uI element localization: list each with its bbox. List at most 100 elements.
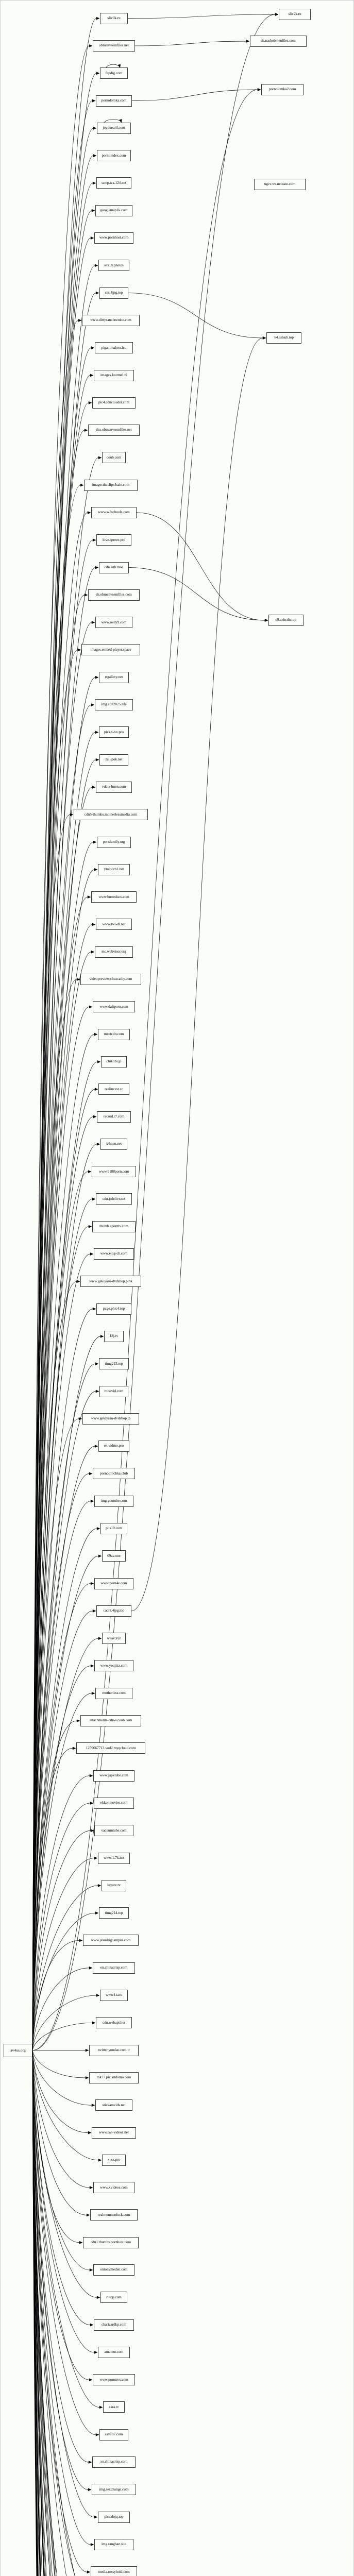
graph-node-9[interactable]: sex18.photos bbox=[98, 260, 129, 272]
graph-node-35[interactable]: videopreview.chezcathy.com bbox=[80, 974, 141, 986]
graph-node-59[interactable]: weav.xyz bbox=[102, 1633, 126, 1645]
graph-node-93[interactable]: media.rossyhold.com bbox=[91, 2566, 137, 2576]
graph-node-56[interactable]: 69av.one bbox=[102, 1550, 126, 1562]
graph-node-13[interactable]: images.lourmel.nl bbox=[94, 369, 134, 381]
graph-node-76[interactable]: stickamvids.net bbox=[95, 2099, 132, 2111]
graph-node-45[interactable]: www.elog-ch.com bbox=[94, 1248, 134, 1260]
graph-node-61[interactable]: motherless.com bbox=[95, 1687, 132, 1699]
graph-node-0[interactable]: sliv0k.ru bbox=[100, 12, 128, 24]
graph-node-57[interactable]: www.porn4e.com bbox=[94, 1578, 133, 1589]
graph-node-right-4[interactable]: v4.aslsub.top bbox=[266, 332, 301, 344]
graph-node-70[interactable]: www.jesusbigcampus.com bbox=[83, 1935, 139, 1946]
graph-node-91[interactable]: pics.dojq.top bbox=[98, 2511, 130, 2523]
graph-node-54[interactable]: img.youtube.com bbox=[94, 1495, 133, 1507]
graph-node-19[interactable]: love.spreee.pro bbox=[96, 534, 131, 546]
graph-node-right-3[interactable]: ugcv.ws.netease.com bbox=[254, 179, 306, 190]
graph-node-81[interactable]: cdn1.thumbs.pornhost.com bbox=[83, 2236, 139, 2248]
graph-node-10[interactable]: css.4jpg.top bbox=[99, 287, 128, 299]
graph-node-22[interactable]: www.oedy9.com bbox=[95, 617, 132, 629]
graph-node-23[interactable]: images.embed-player.space bbox=[81, 644, 140, 656]
graph-node-63[interactable]: 1259667713.vod2.myqcloud.com bbox=[76, 1742, 145, 1754]
graph-node-68[interactable]: luxure.tv bbox=[102, 1879, 126, 1891]
graph-node-39[interactable]: realincest.cc bbox=[98, 1083, 129, 1095]
graph-node-50[interactable]: missvid.com bbox=[99, 1385, 128, 1397]
graph-node-53[interactable]: pornodrochka.club bbox=[93, 1468, 135, 1480]
graph-node-14[interactable]: pic4.cdnclouder.com bbox=[92, 397, 136, 409]
graph-node-6[interactable]: tamp.wa.124.net bbox=[96, 177, 131, 189]
graph-node-36[interactable]: www.daftporn.com bbox=[93, 1001, 135, 1013]
graph-node-33[interactable]: www.twi-dl.net bbox=[96, 919, 132, 930]
graph-node-2[interactable]: fapdig.com bbox=[100, 67, 128, 79]
graph-node-25[interactable]: img.cdn2025.life bbox=[95, 699, 133, 711]
graph-node-90[interactable]: img.sexchange.com bbox=[92, 2484, 136, 2496]
graph-node-74[interactable]: twitter.youdao.com.tr bbox=[89, 2044, 139, 2056]
graph-node-15[interactable]: dsx.obmenvsemfiles.net bbox=[88, 425, 140, 436]
graph-node-64[interactable]: www.japxtube.com bbox=[93, 1770, 134, 1782]
graph-node-right-5[interactable]: s9.anhcdn.top bbox=[268, 615, 304, 626]
graph-node-43[interactable]: cdn.jsdelivr.net bbox=[96, 1193, 132, 1205]
graph-node-55[interactable]: pits10.com bbox=[100, 1522, 127, 1534]
graph-node-44[interactable]: thumb.aporntv.com bbox=[92, 1221, 136, 1232]
graph-node-89[interactable]: xn.chinacrisp.com bbox=[92, 2456, 136, 2468]
graph-node-77[interactable]: www.twi-videos.net bbox=[92, 2127, 136, 2139]
graph-node-92[interactable]: img.raughan.site bbox=[94, 2538, 133, 2550]
graph-node-69[interactable]: timg214.top bbox=[99, 1907, 129, 1919]
graph-node-52[interactable]: en.vidmo.pro bbox=[98, 1440, 129, 1452]
graph-node-85[interactable]: amateur.com bbox=[98, 2346, 130, 2358]
graph-node-30[interactable]: pornfamily.org bbox=[97, 836, 131, 848]
graph-node-71[interactable]: en.chinacrisp.com bbox=[93, 1962, 135, 1974]
graph-node-72[interactable]: www1.taru bbox=[100, 1990, 128, 2002]
graph-node-8[interactable]: www.pornhost.com bbox=[94, 232, 133, 244]
graph-node-29[interactable]: cdn5-thumbs.motherlessmedia.com bbox=[74, 809, 148, 821]
graph-node-88[interactable]: sav107.com bbox=[99, 2429, 128, 2441]
graph-node-82[interactable]: onionvmeden.com bbox=[93, 2264, 134, 2276]
graph-node-26[interactable]: pics.x-xx.pro bbox=[99, 726, 129, 738]
graph-node-11[interactable]: www.dirtysancheztube.com bbox=[82, 314, 140, 326]
graph-node-right-2[interactable]: pornolomka2.com bbox=[261, 84, 304, 95]
graph-node-73[interactable]: cdn.webapi.bot bbox=[96, 2017, 132, 2029]
graph-node-3[interactable]: pornolomka.com bbox=[96, 95, 132, 107]
graph-node-79[interactable]: www.xvideos.com bbox=[93, 2182, 134, 2194]
graph-node-7[interactable]: googlemap1k.com bbox=[95, 205, 132, 216]
graph-node-62[interactable]: attachments-cdn-s.coub.com bbox=[80, 1715, 141, 1727]
graph-node-5[interactable]: pornoindex.com bbox=[97, 150, 131, 162]
graph-node-root[interactable]: av4us.org bbox=[4, 2043, 32, 2057]
graph-node-60[interactable]: www.youjizz.com bbox=[94, 1660, 133, 1672]
graph-node-27[interactable]: zalupok.net bbox=[99, 754, 128, 766]
graph-node-28[interactable]: vdo.x4men.com bbox=[96, 781, 132, 793]
graph-node-17[interactable]: imagecdn.clips4sale.com bbox=[84, 479, 138, 491]
graph-node-18[interactable]: www.w3schools.com bbox=[91, 506, 137, 518]
graph-node-75[interactable]: mk77.pic.srtdomo.com bbox=[89, 2072, 139, 2083]
graph-node-31[interactable]: ymlporn1.net bbox=[98, 863, 130, 875]
graph-node-87[interactable]: cara.tv bbox=[103, 2401, 125, 2413]
graph-node-51[interactable]: www.gekiyasu-dvdshop.jp bbox=[82, 1413, 139, 1425]
graph-node-80[interactable]: realmomsonfuck.com bbox=[90, 2209, 138, 2221]
graph-node-58[interactable]: cacrz.4jpg.top bbox=[96, 1605, 131, 1617]
graph-node-84[interactable]: charizardkp.com bbox=[94, 2319, 134, 2331]
graph-node-48[interactable]: 18j.tv bbox=[104, 1330, 124, 1342]
graph-node-24[interactable]: rtgallery.net bbox=[99, 671, 129, 683]
graph-node-21[interactable]: ds.obmenvsemfiles.com bbox=[88, 589, 140, 601]
graph-node-right-0[interactable]: sliv2k.ru bbox=[279, 9, 311, 20]
graph-node-65[interactable]: ekkoomovies.com bbox=[94, 1797, 134, 1809]
graph-node-40[interactable]: record.r7.com bbox=[97, 1111, 131, 1123]
graph-node-47[interactable]: page.phic4.top bbox=[96, 1303, 131, 1315]
graph-node-46[interactable]: www.gekiyasu-dvdshop.pink bbox=[80, 1276, 141, 1287]
graph-node-37[interactable]: meetcdn.com bbox=[98, 1028, 130, 1040]
graph-node-78[interactable]: x-xx.pro bbox=[102, 2154, 126, 2166]
graph-node-86[interactable]: www.porntrex.com bbox=[93, 2374, 135, 2386]
graph-node-16[interactable]: coub.com bbox=[102, 452, 126, 464]
graph-node-83[interactable]: rt.top.com bbox=[100, 2292, 127, 2303]
graph-node-66[interactable]: vacuumtube.com bbox=[94, 1825, 133, 1837]
graph-node-38[interactable]: chikubi.jp bbox=[101, 1056, 127, 1067]
graph-node-41[interactable]: x4men.net bbox=[100, 1138, 127, 1150]
graph-node-12[interactable]: piganimalsex.icu bbox=[95, 342, 133, 354]
graph-node-32[interactable]: www.bustedsex.com bbox=[91, 891, 137, 903]
graph-node-67[interactable]: www.1.7k.net bbox=[98, 1852, 130, 1864]
graph-node-34[interactable]: mc.webvisor.org bbox=[95, 946, 133, 958]
graph-node-49[interactable]: timg215.top bbox=[99, 1358, 129, 1370]
graph-node-1[interactable]: obmenvsemfiles.net bbox=[93, 40, 135, 52]
graph-node-20[interactable]: cdn.anh.moe bbox=[99, 562, 129, 573]
graph-node-4[interactable]: joyourself.com bbox=[97, 122, 131, 134]
graph-node-right-1[interactable]: ds.nashobmenfiles.com bbox=[250, 36, 307, 47]
